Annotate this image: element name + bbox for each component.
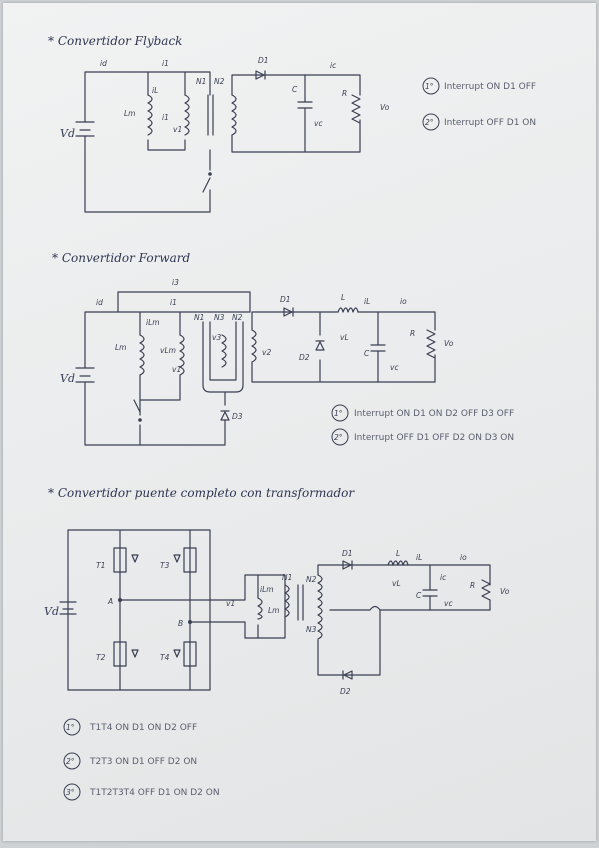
svg-text:1°: 1° <box>66 723 75 732</box>
svg-text:N2: N2 <box>214 77 225 86</box>
svg-text:iLm: iLm <box>146 318 160 327</box>
svg-text:iL: iL <box>364 297 370 306</box>
forward-title: * Convertidor Forward <box>52 251 190 265</box>
svg-text:Vd: Vd <box>60 127 75 140</box>
svg-text:id: id <box>96 298 103 307</box>
svg-text:N3: N3 <box>214 313 225 322</box>
svg-text:id: id <box>100 59 107 68</box>
svg-text:Vo: Vo <box>444 339 454 348</box>
svg-text:2°: 2° <box>425 118 434 127</box>
svg-text:T4: T4 <box>160 653 170 662</box>
svg-text:C: C <box>292 85 298 94</box>
svg-text:T2T3 ON D1 OFF D2 ON: T2T3 ON D1 OFF D2 ON <box>89 757 197 767</box>
bridge-title: * Convertidor puente completo con transf… <box>48 486 355 500</box>
forward-notes: 1° Interrupt ON D1 ON D2 OFF D3 OFF 2° I… <box>331 404 514 446</box>
svg-text:R: R <box>410 329 415 338</box>
svg-text:Interrupt ON D1 ON D2 OFF: Interrupt ON D1 ON D2 OFF D3 OFF <box>354 409 514 419</box>
svg-text:Lm: Lm <box>115 343 126 352</box>
bridge-circuit <box>59 529 491 691</box>
svg-text:N2: N2 <box>306 575 317 584</box>
svg-text:i1: i1 <box>162 113 169 122</box>
svg-text:1°: 1° <box>334 409 343 418</box>
paper-sheet <box>3 3 596 841</box>
svg-text:D1: D1 <box>342 549 353 558</box>
svg-text:T3: T3 <box>160 561 170 570</box>
svg-text:C: C <box>416 591 422 600</box>
svg-text:io: io <box>400 297 407 306</box>
svg-text:T1T4 ON D1 ON D2 OFF: T1T4 ON D1 ON D2 OFF <box>89 723 197 733</box>
svg-text:vL: vL <box>340 333 349 342</box>
svg-text:3°: 3° <box>66 788 75 797</box>
svg-text:T1: T1 <box>96 561 105 570</box>
bridge-notes: 1° T1T4 ON D1 ON D2 OFF 2° T2T3 ON D1 OF… <box>63 718 220 801</box>
svg-text:v1: v1 <box>173 125 182 134</box>
svg-text:iL: iL <box>152 86 158 95</box>
svg-text:vc: vc <box>390 363 399 372</box>
forward-circuit <box>75 291 436 446</box>
svg-text:N2: N2 <box>232 313 243 322</box>
svg-text:v1: v1 <box>226 599 235 608</box>
svg-text:2°: 2° <box>66 757 75 766</box>
forward-labels: i3 id i1 Lm iLm vLm v1 N1 v3 N3 N2 v2 D1… <box>60 278 454 421</box>
svg-text:v2: v2 <box>262 348 271 357</box>
svg-text:vLm: vLm <box>160 346 176 355</box>
svg-text:C: C <box>364 349 370 358</box>
svg-text:i1: i1 <box>162 59 169 68</box>
svg-text:Vd: Vd <box>44 605 59 618</box>
svg-text:iLm: iLm <box>260 585 274 594</box>
svg-text:Interrupt OFF D1 OFF D2 ON: Interrupt OFF D1 OFF D2 ON D3 ON <box>354 433 514 443</box>
svg-text:2°: 2° <box>334 433 343 442</box>
flyback-notes: 1° Interrupt ON D1 OFF 2° Interrupt OFF … <box>422 77 536 131</box>
svg-text:v1: v1 <box>172 365 181 374</box>
flyback-title: * Convertidor Flyback <box>48 34 182 48</box>
svg-text:Interrupt OFF D1 ON: Interrupt OFF D1 ON <box>444 118 536 128</box>
svg-text:D2: D2 <box>340 687 351 696</box>
svg-text:R: R <box>342 89 347 98</box>
svg-text:T1T2T3T4 OFF D1 ON D2 ON: T1T2T3T4 OFF D1 ON D2 ON <box>89 788 220 798</box>
svg-text:ic: ic <box>330 61 337 70</box>
svg-text:Interrupt ON D1 OFF: Interrupt ON D1 OFF <box>444 82 536 92</box>
svg-text:L: L <box>396 549 400 558</box>
svg-text:N1: N1 <box>282 573 292 582</box>
flyback-circuit <box>75 70 361 213</box>
svg-text:Vo: Vo <box>500 587 510 596</box>
svg-text:D1: D1 <box>258 56 269 65</box>
svg-text:N1: N1 <box>194 313 204 322</box>
svg-text:Lm: Lm <box>268 606 279 615</box>
svg-text:D1: D1 <box>280 295 291 304</box>
svg-text:iL: iL <box>416 553 422 562</box>
svg-text:Vo: Vo <box>380 103 390 112</box>
svg-text:A: A <box>107 597 113 606</box>
flyback-labels: Vd id i1 Lm iL i1 v1 N1 N2 D1 ic C vc R … <box>60 56 390 140</box>
svg-text:1°: 1° <box>425 82 434 91</box>
svg-text:v3: v3 <box>212 333 221 342</box>
bridge-labels: T1 T3 T2 T4 A B Vd iLm v1 Lm N1 N2 N3 D1… <box>44 549 510 696</box>
svg-text:ic: ic <box>440 573 447 582</box>
svg-text:T2: T2 <box>96 653 106 662</box>
svg-text:B: B <box>178 619 183 628</box>
svg-text:Lm: Lm <box>124 109 135 118</box>
svg-text:D3: D3 <box>232 412 243 421</box>
svg-text:R: R <box>470 581 475 590</box>
svg-text:vc: vc <box>444 599 453 608</box>
svg-text:vL: vL <box>392 579 401 588</box>
svg-text:N3: N3 <box>306 625 317 634</box>
svg-text:vc: vc <box>314 119 323 128</box>
svg-text:i1: i1 <box>170 298 177 307</box>
svg-text:N1: N1 <box>196 77 206 86</box>
svg-text:L: L <box>341 293 345 302</box>
svg-text:D2: D2 <box>299 353 310 362</box>
svg-text:Vd: Vd <box>60 372 75 385</box>
svg-text:i3: i3 <box>172 278 179 287</box>
svg-text:io: io <box>460 553 467 562</box>
